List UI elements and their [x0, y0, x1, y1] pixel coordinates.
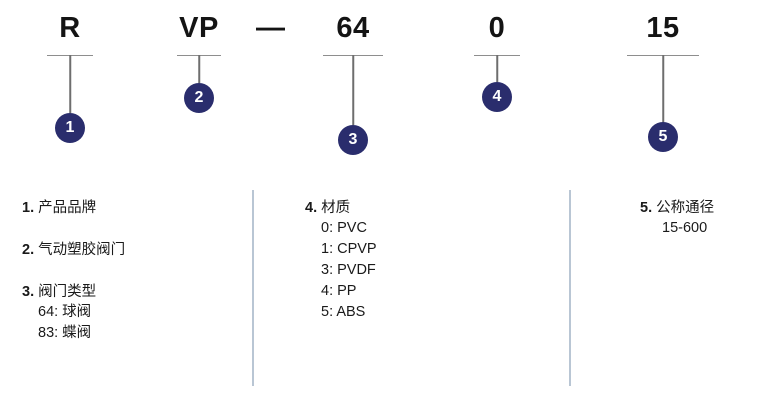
legend-subline: 5: ABS — [321, 304, 366, 320]
code-separator-dash: — — [256, 12, 285, 44]
legend-column-1: 1. 产品品牌 2. 气动塑胶阀门 3. 阀门类型 64: 球阀 83: 蝶阀 — [22, 198, 232, 344]
legend-entry: 5. 公称通径 15-600 — [640, 198, 770, 239]
segment-badge-1[interactable]: 1 — [55, 113, 85, 143]
legend-subline: 4: PP — [321, 283, 357, 299]
legend-entry-number: 1 — [22, 200, 31, 216]
legend-entry-label: 阀门类型 — [38, 284, 97, 300]
legend-entry-number: 3 — [22, 284, 31, 300]
legend-subline: 3: PVDF — [321, 262, 376, 278]
segment-stem — [662, 55, 664, 123]
legend-column-2: 4. 材质 0: PVC 1: CPVP 3: PVDF 4: PP 5: AB… — [305, 198, 545, 323]
segment-stem — [198, 55, 200, 83]
legend-entry-label: 产品品牌 — [38, 200, 97, 216]
legend-divider-left — [252, 190, 254, 386]
legend-subline: 64: 球阀 — [38, 304, 92, 320]
legend-entry-dot: . — [313, 200, 318, 216]
legend-column-3: 5. 公称通径 15-600 — [640, 198, 770, 239]
legend-entry-label: 材质 — [321, 200, 351, 216]
legend-entry-head: 3. 阀门类型 — [22, 282, 232, 302]
code-segment-2: VP 2 — [149, 14, 249, 174]
legend-subline: 1: CPVP — [321, 241, 377, 257]
code-segment-4: 0 4 — [447, 14, 547, 174]
legend-entry-label: 气动塑胶阀门 — [38, 242, 126, 258]
legend-entry: 1. 产品品牌 — [22, 198, 232, 218]
segment-badge-4[interactable]: 4 — [482, 82, 512, 112]
legend-entry: 2. 气动塑胶阀门 — [22, 240, 232, 260]
code-segment-1: R 1 — [20, 14, 120, 174]
segment-code-text: 0 — [488, 12, 506, 44]
legend-divider-right — [569, 190, 571, 386]
legend-entry-number: 4 — [305, 200, 314, 216]
segment-badge-3[interactable]: 3 — [338, 125, 368, 155]
legend-entry-dot: . — [30, 242, 35, 258]
legend-entry-dot: . — [30, 200, 35, 216]
segment-stem — [496, 55, 498, 82]
legend-entry-dot: . — [648, 200, 653, 216]
legend-subline: 0: PVC — [321, 220, 367, 236]
segment-stem — [69, 55, 71, 113]
segment-badge-5[interactable]: 5 — [648, 122, 678, 152]
code-segment-5: 15 5 — [613, 14, 713, 189]
segment-stem — [352, 55, 354, 125]
legend-subline: 83: 蝶阀 — [38, 325, 92, 341]
legend-entry-dot: . — [30, 284, 35, 300]
legend-entry-number: 2 — [22, 242, 31, 258]
code-segment-3: 64 3 — [303, 14, 403, 189]
segment-code-text: 15 — [646, 12, 680, 44]
legend-subline: 15-600 — [662, 220, 708, 236]
legend-entry-head: 1. 产品品牌 — [22, 198, 232, 218]
legend-entry-number: 5 — [640, 200, 649, 216]
legend-entry-head: 5. 公称通径 — [640, 198, 770, 218]
legend-entry-label: 公称通径 — [656, 200, 715, 216]
segment-code-text: R — [59, 12, 81, 44]
segment-code-text: VP — [179, 12, 219, 44]
segment-badge-2[interactable]: 2 — [184, 83, 214, 113]
legend-entry: 4. 材质 0: PVC 1: CPVP 3: PVDF 4: PP 5: AB… — [305, 198, 545, 323]
legend-entry-head: 2. 气动塑胶阀门 — [22, 240, 232, 260]
segment-code-text: 64 — [336, 12, 370, 44]
legend-entry: 3. 阀门类型 64: 球阀 83: 蝶阀 — [22, 282, 232, 344]
legend-entry-head: 4. 材质 — [305, 198, 545, 218]
